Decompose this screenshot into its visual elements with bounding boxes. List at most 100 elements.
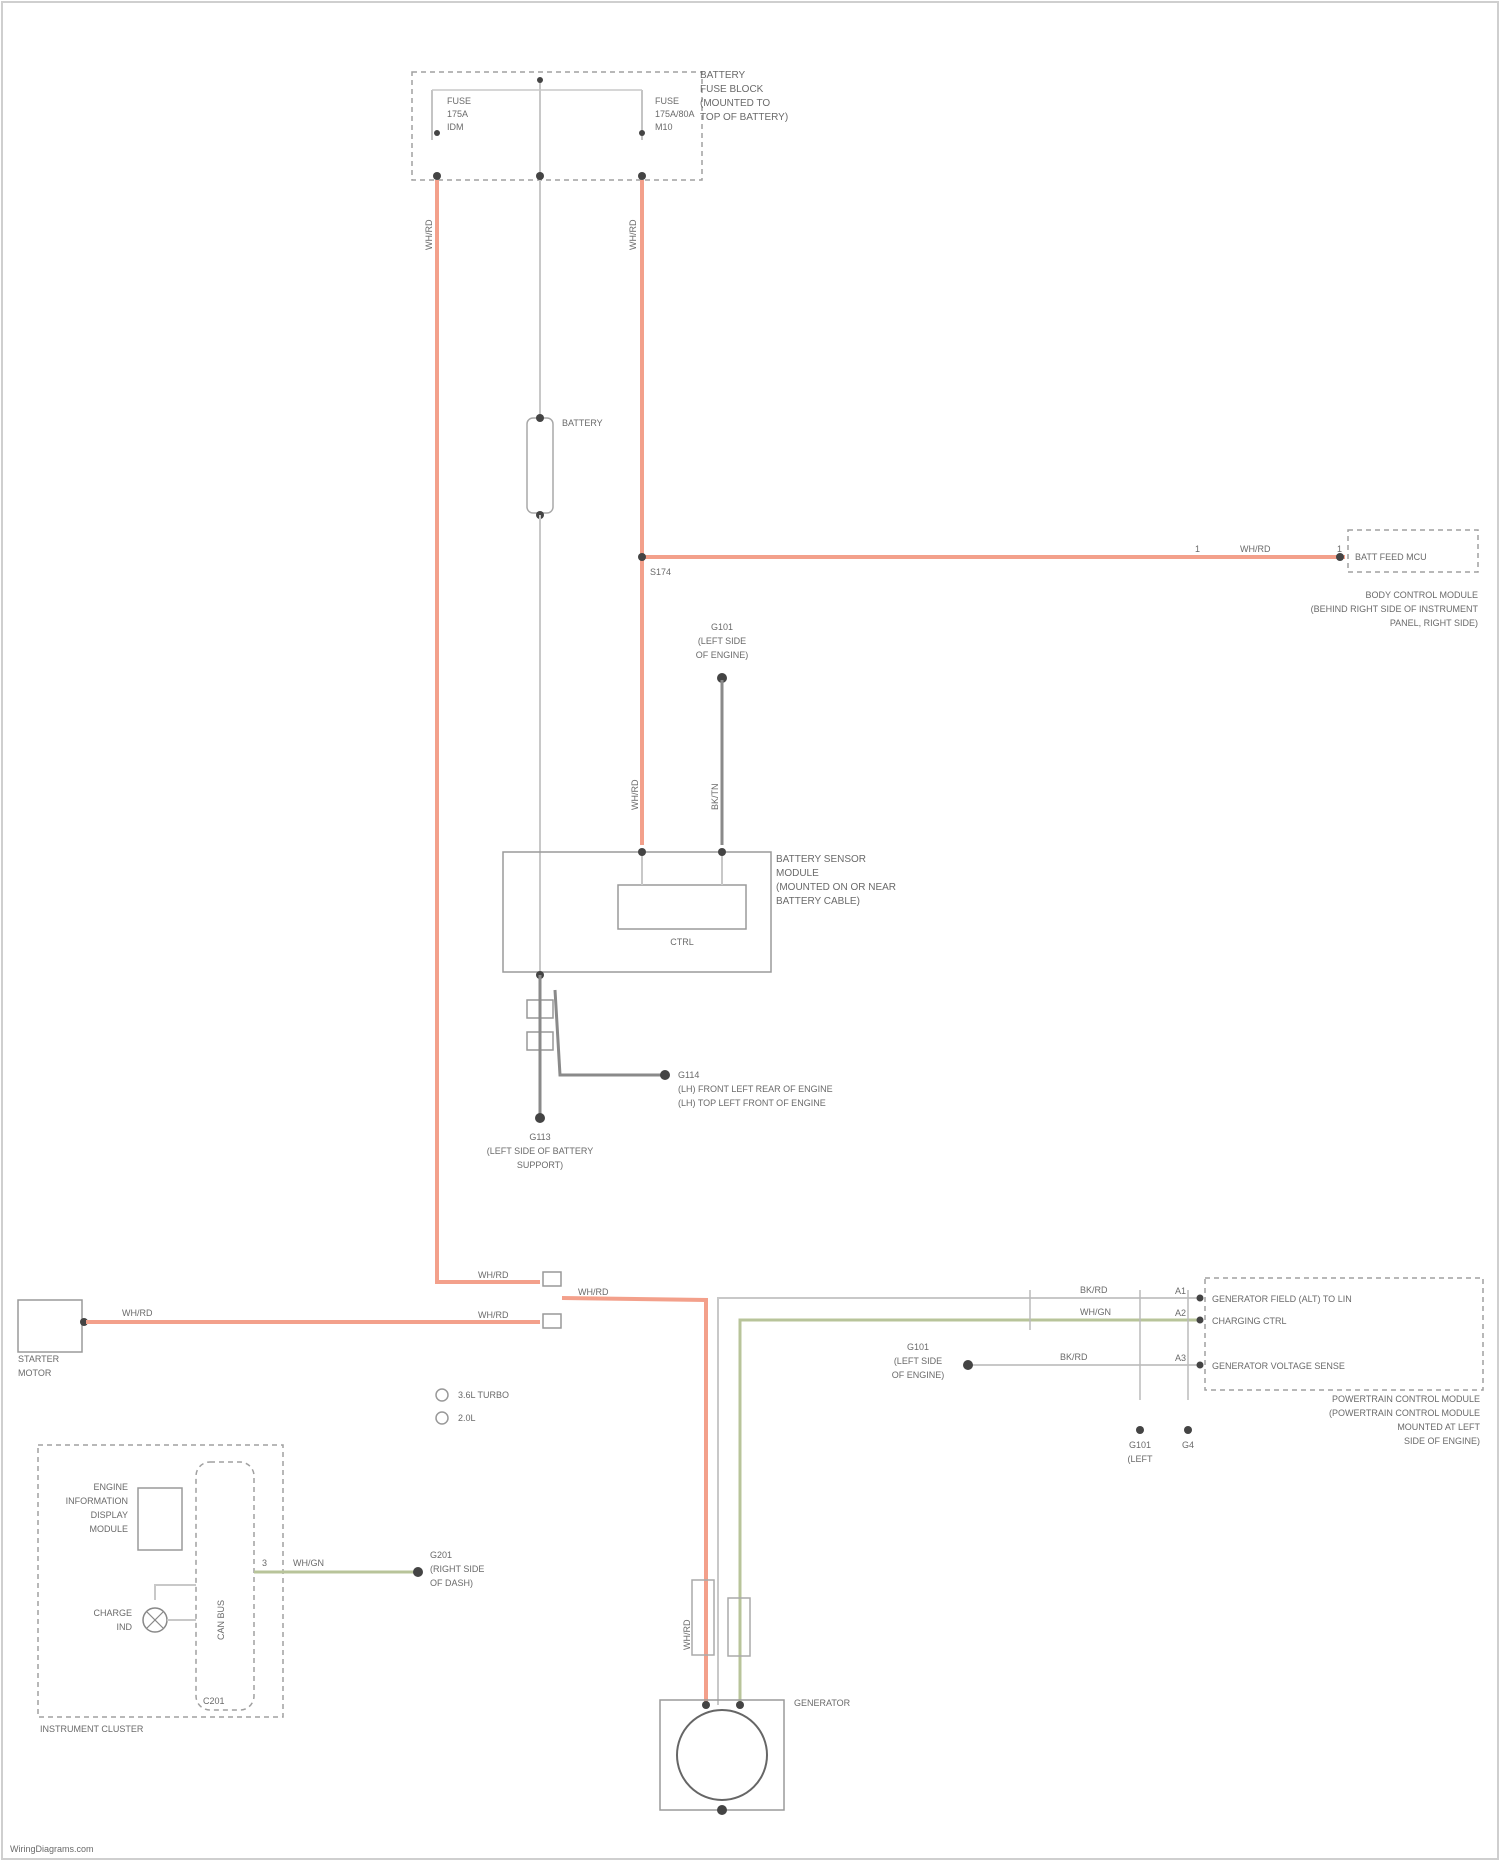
cluster-output-wire-label: WH/GN [293, 1558, 324, 1568]
pcm-signal-2: CHARGING CTRL [1212, 1316, 1287, 1326]
svg-text:OF DASH): OF DASH) [430, 1578, 473, 1588]
starter-motor: STARTER MOTOR [18, 1300, 88, 1378]
branch-right-wire-label: WH/RD [1240, 544, 1271, 554]
splice-s174-label: S174 [650, 567, 671, 577]
sensor-wire-right-label: BK/TN [710, 783, 720, 810]
instrument-cluster-outline [38, 1445, 283, 1717]
svg-text:G101: G101 [1129, 1440, 1151, 1450]
generator-feed-wire-label: WH/RD [578, 1287, 609, 1297]
svg-text:G113: G113 [529, 1132, 550, 1142]
ground-g113-label: G113 (LEFT SIDE OF BATTERY SUPPORT) [487, 1132, 594, 1170]
svg-text:175A: 175A [447, 109, 468, 119]
svg-text:MOUNTED AT LEFT: MOUNTED AT LEFT [1397, 1422, 1480, 1432]
fusible-link-label: BATTERY [562, 418, 603, 428]
battery-terminal [527, 971, 670, 1123]
pcm-signal-1: GENERATOR FIELD (ALT) TO LIN [1212, 1294, 1352, 1304]
svg-text:(POWERTRAIN CONTROL MODULE: (POWERTRAIN CONTROL MODULE [1329, 1408, 1480, 1418]
cluster-ground-label: G201 (RIGHT SIDE OF DASH) [430, 1550, 484, 1588]
cluster-connector-label: C201 [203, 1696, 225, 1706]
splice-s174-node [638, 553, 646, 561]
svg-text:PANEL, RIGHT SIDE): PANEL, RIGHT SIDE) [1390, 618, 1478, 628]
svg-text:(RIGHT SIDE: (RIGHT SIDE [430, 1564, 484, 1574]
fuse-left-output-node [433, 172, 441, 180]
svg-text:G201: G201 [430, 1550, 452, 1560]
svg-text:BATTERY SENSOR: BATTERY SENSOR [776, 854, 866, 865]
svg-text:G101: G101 [907, 1342, 929, 1352]
bcm-pin-function-label: BATT FEED MCU [1355, 552, 1427, 562]
svg-text:SIDE OF ENGINE): SIDE OF ENGINE) [1404, 1436, 1480, 1446]
left-feed-wire [437, 180, 540, 1282]
svg-text:FUSE BLOCK: FUSE BLOCK [700, 84, 764, 95]
legend-symbol-2 [436, 1412, 448, 1424]
pcm-pin-a2: A2 [1175, 1308, 1186, 1318]
fuse-right-label: FUSE 175A/80A M10 [655, 96, 695, 132]
svg-text:ENGINE: ENGINE [93, 1482, 128, 1492]
powertrain-control-module: A1 A2 A3 GENERATOR FIELD (ALT) TO LIN CH… [1175, 1278, 1483, 1446]
regulator-pin-markers [1030, 1290, 1192, 1434]
svg-text:BATTERY: BATTERY [700, 70, 746, 81]
legend-symbol-1 [436, 1389, 448, 1401]
svg-text:CHARGE: CHARGE [93, 1608, 132, 1618]
generator-label: GENERATOR [794, 1698, 851, 1708]
svg-text:MODULE: MODULE [776, 868, 819, 879]
generator-connector-a [692, 1580, 714, 1655]
ground-g114-node [660, 1070, 670, 1080]
engine-info-display-label: ENGINE INFORMATION DISPLAY MODULE [66, 1482, 128, 1534]
left-feed-wire-label: WH/RD [424, 219, 434, 250]
starter-right-wire-label: WH/RD [478, 1310, 509, 1320]
fuse-block: FUSE 175A IDM FUSE 175A/80A M10 BATTERY … [412, 70, 788, 180]
bcm-pin-number: 1 [1337, 544, 1342, 554]
body-control-module-connector: BATT FEED MCU 1 BODY CONTROL MODULE (BEH… [1311, 530, 1479, 628]
svg-text:(MOUNTED TO: (MOUNTED TO [700, 98, 770, 109]
cluster-can-bus-label: CAN BUS [216, 1600, 226, 1640]
svg-text:IND: IND [117, 1622, 133, 1632]
bcm-caption: BODY CONTROL MODULE (BEHIND RIGHT SIDE O… [1311, 590, 1479, 628]
reg-ground-g101-label: G101 (LEFT SIDE OF ENGINE) [892, 1342, 945, 1380]
svg-text:SUPPORT): SUPPORT) [517, 1160, 563, 1170]
svg-text:IDM: IDM [447, 122, 464, 132]
cluster-can-bus-block [196, 1462, 254, 1710]
legend-item-1: 3.6L TURBO [458, 1390, 509, 1400]
svg-text:M10: M10 [655, 122, 673, 132]
bcm-connector-outline [1348, 530, 1478, 572]
ground-g101-top: G101 (LEFT SIDE OF ENGINE) [696, 622, 749, 683]
starter-wire-label: WH/RD [122, 1308, 153, 1318]
svg-text:MOTOR: MOTOR [18, 1368, 52, 1378]
reg-bottom-ground-label: G101 (LEFT G4 [1127, 1440, 1194, 1464]
svg-text:175A/80A: 175A/80A [655, 109, 695, 119]
generator-wire-label: WH/RD [682, 1619, 692, 1650]
svg-text:G114: G114 [678, 1070, 699, 1080]
regulator-wire-3-label: BK/RD [1060, 1352, 1088, 1362]
pcm-pin-a3: A3 [1175, 1353, 1186, 1363]
fuse-block-caption: BATTERY FUSE BLOCK (MOUNTED TO TOP OF BA… [700, 70, 788, 123]
regulator-wire-2 [740, 1320, 1200, 1705]
inline-connector-c101 [543, 1272, 561, 1328]
generator: WH/RD GENERATOR [660, 1580, 851, 1815]
branch-right-pin-label: 1 [1195, 544, 1200, 554]
generator-housing [660, 1700, 784, 1810]
reg-ground-g101-node [963, 1360, 973, 1370]
instrument-cluster: ENGINE INFORMATION DISPLAY MODULE CHARGE… [38, 1445, 283, 1734]
charge-indicator-label: CHARGE IND [93, 1608, 132, 1632]
svg-text:FUSE: FUSE [655, 96, 679, 106]
legend-item-2: 2.0L [458, 1413, 476, 1423]
svg-text:(LEFT: (LEFT [1127, 1454, 1153, 1464]
battery-sensor-ctrl-box [618, 885, 746, 929]
legend: 3.6L TURBO 2.0L [436, 1389, 509, 1424]
svg-text:(LEFT SIDE: (LEFT SIDE [894, 1356, 942, 1366]
starter-motor-box [18, 1300, 82, 1352]
generator-symbol-icon [677, 1710, 767, 1800]
engine-info-display-box [138, 1488, 182, 1550]
ground-g114-label: G114 (LH) FRONT LEFT REAR OF ENGINE (LH)… [678, 1070, 833, 1108]
svg-text:(LEFT SIDE OF BATTERY: (LEFT SIDE OF BATTERY [487, 1146, 594, 1156]
pcm-pin-a1: A1 [1175, 1286, 1186, 1296]
svg-text:BATTERY CABLE): BATTERY CABLE) [776, 896, 860, 907]
regulator-wire-1 [718, 1298, 1200, 1705]
svg-text:STARTER: STARTER [18, 1354, 60, 1364]
svg-text:BODY CONTROL MODULE: BODY CONTROL MODULE [1365, 590, 1478, 600]
cluster-output-pin-label: 3 [262, 1558, 267, 1568]
svg-text:G4: G4 [1182, 1440, 1194, 1450]
svg-text:MODULE: MODULE [89, 1524, 128, 1534]
right-feed-wire-label: WH/RD [628, 219, 638, 250]
